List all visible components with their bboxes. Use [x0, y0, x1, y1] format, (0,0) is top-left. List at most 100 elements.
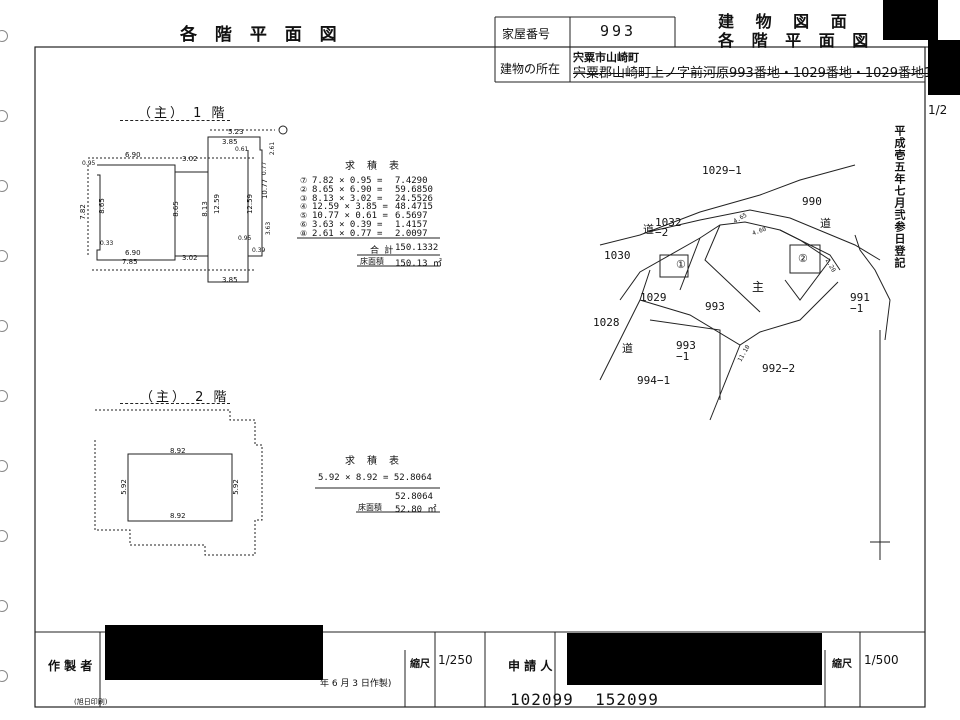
- label-1030: 1030: [604, 249, 631, 262]
- floor1-total-label: 合 計: [370, 246, 394, 256]
- dim-039: 0.39: [252, 247, 266, 254]
- floor1-title: （主） 1 階: [138, 106, 228, 121]
- scale-label-2: 縮尺: [832, 659, 852, 670]
- dim-061: 0.61: [235, 146, 249, 153]
- area-row-mark: ④: [300, 202, 308, 212]
- area-row-expr: 7.82 × 0.95 =: [312, 176, 383, 186]
- floor2-floor-area-label: 床面積: [358, 503, 382, 512]
- label-993-1: 993 −1: [676, 339, 696, 363]
- dim-261: 2.61: [269, 141, 277, 156]
- label-main: 主: [752, 280, 765, 294]
- label-994-1: 994−1: [637, 374, 671, 387]
- serial-number: 102099 152099: [510, 690, 659, 709]
- dim-bottom-385: 3.85: [222, 276, 238, 284]
- dim-left-782: 7.82: [78, 204, 87, 220]
- floor2-dim-top: 8.92: [170, 447, 186, 455]
- floor2-dim-bottom: 8.92: [170, 512, 186, 520]
- stamp-small: (旭日印刷): [74, 698, 108, 706]
- floor2-subtotal: 52.8064: [395, 492, 433, 502]
- area-row-value: 24.5526: [395, 193, 433, 204]
- floor1-title-rule: [120, 120, 230, 121]
- floor2-title-rule: [120, 403, 230, 404]
- area-row-expr: 12.59 × 3.85 =: [312, 202, 388, 213]
- dim-right-1077: 10.77: [261, 178, 270, 200]
- dim-mid-865: 8.65: [171, 201, 180, 217]
- dim-095b: 0.95: [238, 235, 252, 242]
- redaction-header-right: [928, 40, 960, 95]
- label-circ1: ①: [676, 258, 686, 271]
- dim-left-865: 8.65: [97, 198, 106, 214]
- house-number-label: 家屋番号: [502, 27, 551, 41]
- label-road3: 道: [820, 217, 831, 230]
- floor2-expr: 5.92 × 8.92 = 52.8064: [318, 473, 432, 483]
- floor2-plan: [94, 409, 263, 556]
- redaction-maker: [105, 625, 323, 680]
- applicant-label: 申 請 人: [508, 659, 553, 673]
- label-1029-1: 1029−1: [702, 164, 742, 177]
- area-row-mark: ⑧: [300, 228, 308, 238]
- floor1-table-title: 求 積 表: [345, 161, 403, 172]
- floor1-plan: [87, 125, 288, 283]
- area-row-expr: 3.63 × 0.39 =: [312, 220, 383, 230]
- label-990: 990: [802, 195, 822, 208]
- floor2-title: （主） 2 階: [140, 390, 230, 405]
- label-991-1: 991 −1: [850, 291, 870, 315]
- area-row-mark: ②: [300, 184, 308, 194]
- label-road1: 道: [643, 223, 654, 236]
- location-label: 建物の所在: [500, 62, 561, 76]
- right-title1: 建 物 図 面: [718, 12, 855, 31]
- dim-bottom-785: 7.85: [122, 258, 138, 266]
- dim-top-a: 6.90: [125, 151, 141, 159]
- area-row-value: 6.5697: [395, 211, 428, 222]
- dim-033: 0.33: [100, 240, 114, 247]
- floor2-table-title: 求 積 表: [345, 456, 403, 467]
- label-1029: 1029: [640, 291, 667, 304]
- area-row-value: 1.4157: [395, 220, 428, 230]
- dim-mid-813: 8.13: [200, 201, 209, 217]
- house-number: 993: [600, 22, 637, 40]
- page-fraction: 1/2: [928, 103, 948, 117]
- floor1-total-value: 150.1332: [395, 243, 439, 253]
- floor1-floor-area-value: 150.13 ㎡: [395, 259, 442, 269]
- scale-value-1: 1/250: [438, 653, 473, 667]
- registration-date: 平成壱五年七月弐参日登記: [893, 125, 906, 269]
- label-992-2: 992−2: [762, 362, 796, 375]
- label-1028: 1028: [593, 316, 620, 329]
- redaction-header: [883, 0, 938, 40]
- area-row-mark: ⑤: [300, 211, 308, 221]
- floor1-floor-area-label: 床面積: [360, 257, 384, 266]
- area-row-expr: 8.65 × 6.90 =: [312, 184, 383, 195]
- label-1032-2: 1032 −2: [655, 216, 682, 239]
- dim-bottom-302: 3.02: [182, 254, 198, 262]
- right-title2: 各 階 平 面 図: [718, 31, 875, 50]
- floor2-floor-area-value: 52.80 ㎡: [395, 505, 437, 515]
- dim-mid-1259: 12.59: [213, 193, 222, 215]
- label-993: 993: [705, 300, 725, 313]
- dim-bottom-690: 6.90: [125, 249, 141, 257]
- label-road2: 道: [622, 342, 633, 355]
- floor2-dim-left: 5.92: [119, 479, 128, 495]
- location-line2: 宍粟郡山崎町上ノ字前河原993番地・1029番地・1029番地1: [573, 66, 933, 81]
- area-row-value: 48.4715: [395, 202, 433, 213]
- area-row-expr: 2.61 × 0.77 =: [312, 228, 383, 239]
- area-row-value: 7.4290: [395, 176, 428, 186]
- redaction-applicant: [567, 633, 822, 685]
- area-row-mark: ⑦: [300, 176, 308, 185]
- area-row-mark: ③: [300, 193, 308, 203]
- date-text: 年 6 月 3 日作製): [320, 679, 392, 689]
- dim-top-c: 5.23: [228, 128, 244, 136]
- dim-1259b: 12.59: [246, 193, 255, 215]
- area-row-expr: 10.77 × 0.61 =: [312, 211, 388, 222]
- area-row-mark: ⑥: [300, 220, 308, 229]
- label-circ2: ②: [798, 252, 808, 265]
- scale-label-1: 縮尺: [410, 659, 430, 670]
- location-line1: 宍粟市山崎町: [573, 51, 639, 64]
- dim-095: 0.95: [82, 160, 96, 167]
- area-row-expr: 8.13 × 3.02 =: [312, 193, 383, 204]
- dim-top-d: 3.85: [222, 138, 238, 146]
- dim-077: 0.77: [261, 161, 269, 176]
- scale-value-2: 1/500: [864, 653, 899, 667]
- area-row-value: 2.0097: [395, 228, 428, 239]
- dim-363: 3.63: [265, 221, 273, 236]
